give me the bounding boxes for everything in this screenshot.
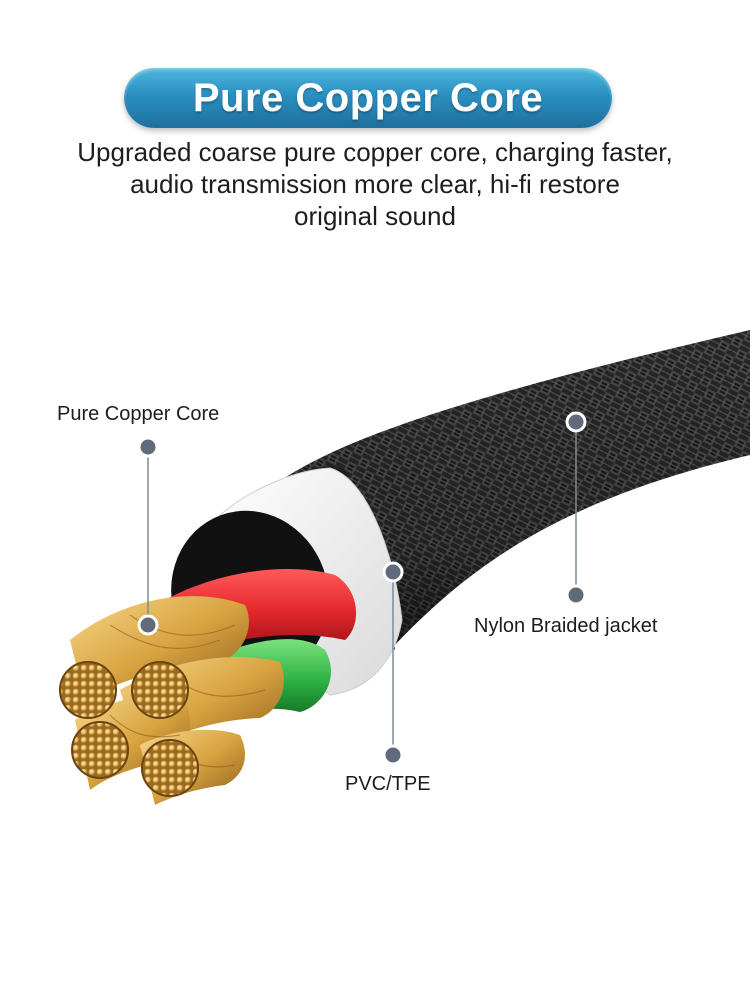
cable-cross-section-illustration — [59, 330, 750, 805]
description-text: Upgraded coarse pure copper core, chargi… — [20, 136, 730, 232]
copper-core-marker-bottom — [137, 614, 159, 636]
jacket-marker-bottom — [565, 584, 587, 606]
description-line-1: Upgraded coarse pure copper core, chargi… — [77, 137, 673, 167]
copper-strands — [59, 596, 284, 805]
copper-core-marker-top — [137, 436, 159, 458]
label-pvc-tpe: PVC/TPE — [345, 773, 431, 795]
banner-title: Pure Copper Core — [192, 75, 544, 120]
jacket-marker-top — [565, 411, 587, 433]
label-pure-copper-core: Pure Copper Core — [57, 403, 220, 425]
label-nylon-braided-jacket: Nylon Braided jacket — [474, 615, 658, 637]
description-line-3: original sound — [294, 201, 456, 231]
description-line-2: audio transmission more clear, hi-fi res… — [130, 169, 620, 199]
title-banner: Pure Copper Core — [124, 68, 612, 128]
pvc-marker-bottom — [382, 744, 404, 766]
pvc-marker-top — [382, 561, 404, 583]
